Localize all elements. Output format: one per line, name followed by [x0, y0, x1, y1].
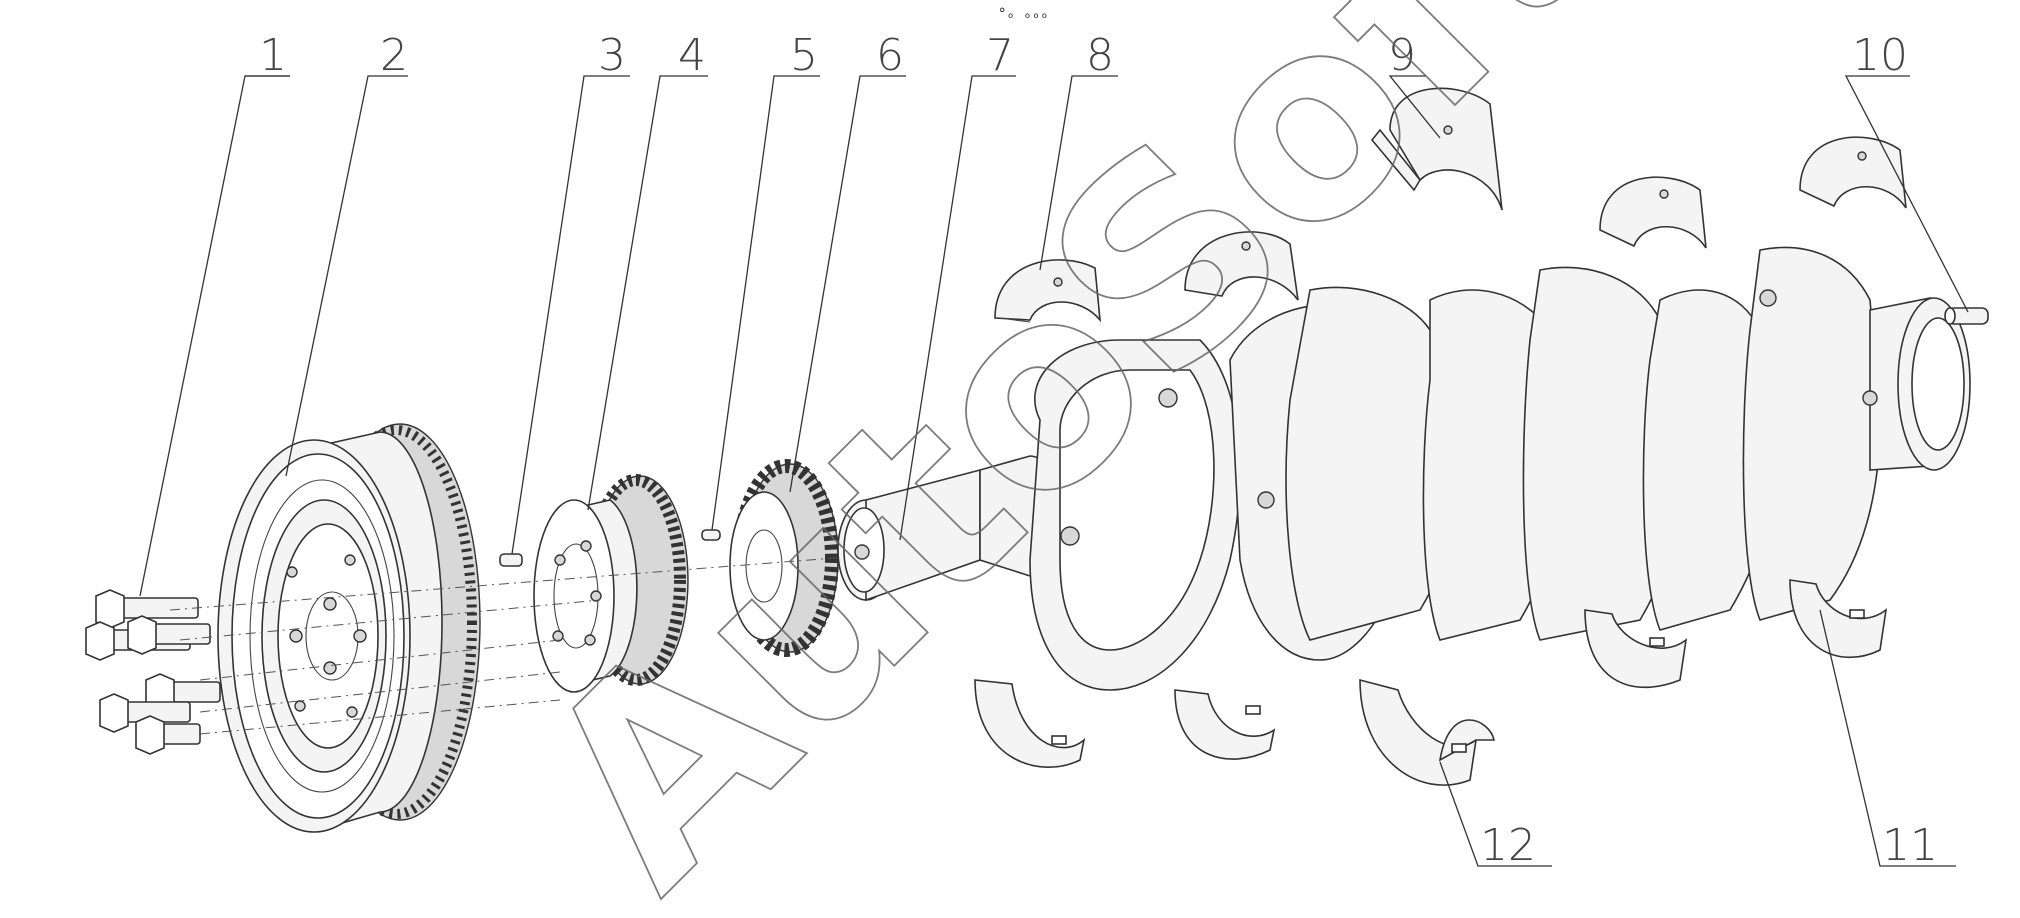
part-10-pin — [1944, 307, 1989, 325]
bearing-shell-lower-1 — [974, 679, 1086, 768]
callout-10: 10 — [1852, 30, 1908, 81]
callout-labels: 1 2 3 4 5 6 7 8 9 10 11 12 — [245, 30, 1938, 871]
callout-9: 9 — [1388, 30, 1416, 81]
bearing-shell-9b — [1370, 87, 1503, 211]
assembly-centerlines — [169, 555, 861, 735]
part-3-pin — [499, 553, 523, 567]
lower-bearing-shells — [974, 579, 1888, 786]
part-7-crankshaft — [837, 246, 1971, 691]
callout-3: 3 — [598, 30, 626, 81]
bearing-shell-9a — [1184, 231, 1299, 301]
callout-1: 1 — [259, 30, 287, 81]
callout-6: 6 — [876, 30, 904, 81]
part-6-timing-gear — [729, 459, 839, 657]
callout-5: 5 — [790, 30, 818, 81]
callout-2: 2 — [380, 30, 408, 81]
top-mark: °ₒ ₒₒₒ — [998, 6, 1049, 22]
bearing-shell-12 — [1359, 678, 1495, 786]
bearing-shell-8 — [994, 259, 1102, 323]
part-4-hub-gear — [533, 474, 689, 693]
bearing-shell-upper-4 — [1599, 176, 1707, 249]
upper-bearing-shells — [994, 87, 1907, 323]
callout-11: 11 — [1882, 820, 1938, 871]
callout-4: 4 — [678, 30, 706, 81]
bearing-shell-upper-5 — [1799, 136, 1907, 209]
callout-7: 7 — [986, 30, 1014, 81]
part-2-pulley — [217, 423, 481, 833]
bearing-shell-11 — [1789, 579, 1888, 659]
callout-12: 12 — [1480, 820, 1536, 871]
bearing-shell-lower-2 — [1174, 689, 1276, 760]
callout-8: 8 — [1086, 30, 1114, 81]
part-5-dowel — [701, 529, 721, 541]
part-1-bolts — [85, 589, 221, 755]
bearing-shell-lower-4 — [1584, 609, 1688, 689]
